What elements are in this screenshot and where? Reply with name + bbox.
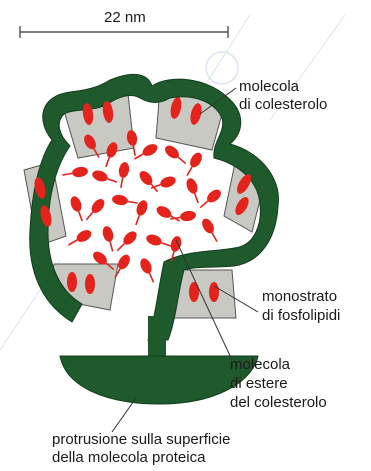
scale-bar-label: 22 nm <box>104 9 146 27</box>
protein-protrusion <box>60 316 258 404</box>
scale-bar <box>20 26 228 38</box>
label-protrusion-line2: della molecola proteica <box>52 449 205 467</box>
label-ester-line1: molecola <box>230 356 290 374</box>
leader-protrusion <box>112 398 136 432</box>
label-ester-line2: di estere <box>230 375 288 393</box>
label-ester-line3: del colesterolo <box>230 394 327 412</box>
label-cholesterol-line2: di colesterolo <box>239 96 327 114</box>
label-protrusion-line1: protrusione sulla superficie <box>52 431 230 449</box>
label-monolayer-line2: di fosfolipidi <box>262 307 369 325</box>
label-cholesterol-line1: molecola <box>239 78 299 96</box>
label-monolayer-line1: monostrato <box>262 288 337 306</box>
